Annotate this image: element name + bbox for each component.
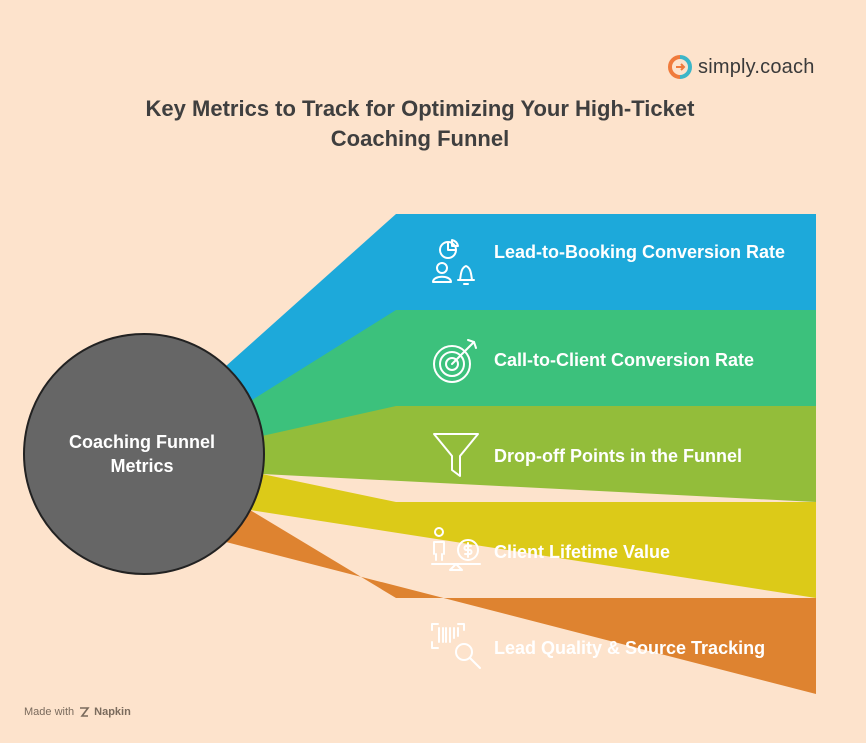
simply-coach-logo-icon: [668, 55, 692, 79]
barcode-magnifier-icon: [431, 623, 481, 669]
brand-logo: simply.coach: [668, 54, 815, 80]
target-arrow-icon: [433, 339, 477, 383]
metric-lead-quality: Lead Quality & Source Tracking: [494, 638, 766, 658]
footer-brand: Napkin: [94, 706, 131, 718]
page-title: Key Metrics to Track for Optimizing Your…: [145, 96, 695, 151]
center-label: Coaching Funnel Metrics: [69, 432, 215, 476]
brand-name: simply.coach: [698, 55, 815, 78]
napkin-logo-icon: [80, 707, 90, 717]
metric-lead-to-booking: Lead-to-Booking Conversion Rate: [494, 242, 786, 262]
metric-drop-off: Drop-off Points in the Funnel: [494, 446, 742, 466]
footer-prefix: Made with: [24, 706, 75, 718]
footer-credit: Made with Napkin: [24, 706, 131, 718]
band-4-lifetime-value: [250, 474, 816, 598]
funnel-icon: [433, 433, 479, 477]
band-5-lead-quality: [226, 510, 816, 694]
band-3-drop-off: [262, 406, 816, 502]
center-circle: [23, 333, 265, 575]
person-dollar-scale-icon: [431, 527, 481, 571]
pie-chart-person-bell-icon: [432, 239, 475, 285]
metric-lifetime-value: Client Lifetime Value: [494, 542, 671, 562]
metric-call-to-client: Call-to-Client Conversion Rate: [494, 350, 755, 370]
band-2-call-to-client: [252, 310, 816, 436]
